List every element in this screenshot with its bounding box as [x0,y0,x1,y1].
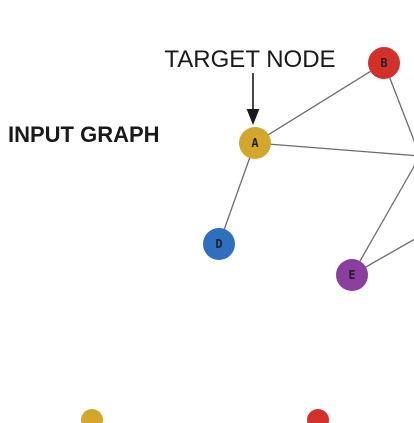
node-a-circle [239,127,271,159]
edge-a-b [254,62,385,144]
node-b: B [368,47,400,79]
node-a-label: A [251,136,259,150]
edge-a-d [218,142,256,245]
node-a: A [239,127,271,159]
node-b-circle [368,47,400,79]
node-bottom-right [307,409,329,423]
node-d-circle [203,228,235,260]
edge-a-c [254,142,414,157]
node-b-label: B [380,56,387,70]
edge-b-c [383,62,414,143]
target-node-annotation: TARGET NODE [164,46,335,73]
node-d: D [203,228,235,260]
node-d-label: D [215,237,222,251]
node-e-label: E [348,268,355,282]
node-e-circle [336,259,368,291]
edges [218,62,414,276]
graph-title: INPUT GRAPH [8,122,160,147]
node-e: E [336,259,368,291]
node-bottom-left [81,409,103,423]
edge-e-c [351,165,414,276]
